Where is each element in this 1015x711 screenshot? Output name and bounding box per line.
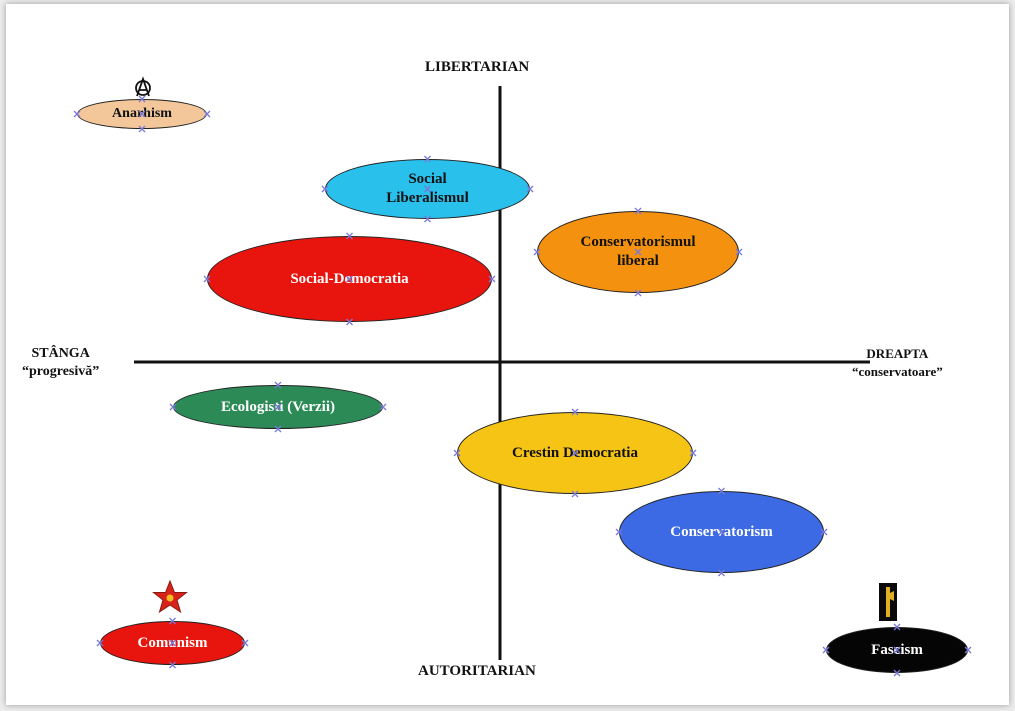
bubble-social-democratia: Social-Democratia bbox=[207, 236, 492, 322]
axis-label-top: LIBERTARIAN bbox=[425, 59, 530, 75]
bubble-comunism: Comunism bbox=[100, 621, 245, 665]
axis-label-left: STÂNGA “progresivă” bbox=[22, 345, 99, 381]
axis-label-left-line1: STÂNGA bbox=[31, 346, 90, 361]
bubble-label: Conservatorism bbox=[670, 523, 773, 540]
bubble-conservatorism: Conservatorism bbox=[619, 491, 824, 573]
bubble-label: Anarhism bbox=[112, 106, 172, 122]
axis-label-right: DREAPTA “conservatoare” bbox=[852, 345, 943, 381]
bubble-label: Fascism bbox=[871, 641, 923, 658]
bubble-crestin-democratia: Crestin Democratia bbox=[457, 412, 693, 494]
bubble-fascism: Fascism bbox=[826, 627, 968, 673]
axis-label-right-line1: DREAPTA bbox=[866, 346, 929, 361]
bubble-anarhism: Anarhism bbox=[77, 99, 207, 129]
axis-label-left-line2: “progresivă” bbox=[22, 364, 100, 379]
bubble-label: Social-Democratia bbox=[290, 270, 409, 287]
bubble-label-line2: liberal bbox=[617, 253, 659, 269]
bubble-label: Comunism bbox=[137, 634, 208, 651]
axis-label-right-line2: “conservatoare” bbox=[852, 364, 943, 379]
bubble-ecologisti: Ecologisti (Verzii) bbox=[173, 385, 383, 429]
bubble-conservatorism-liberal: Conservatorismul liberal bbox=[537, 211, 739, 293]
axis-label-bottom: AUTORITARIAN bbox=[418, 663, 536, 679]
bubble-label: Ecologisti (Verzii) bbox=[220, 398, 335, 415]
bubble-label-line1: Social bbox=[408, 171, 447, 188]
bubble-label: Crestin Democratia bbox=[512, 444, 638, 461]
bubble-label-line2: Liberalismul bbox=[386, 190, 469, 206]
bubble-social-liberalism: Social Liberalismul bbox=[325, 159, 530, 219]
bubble-label-line1: Conservatorismul bbox=[580, 234, 696, 251]
